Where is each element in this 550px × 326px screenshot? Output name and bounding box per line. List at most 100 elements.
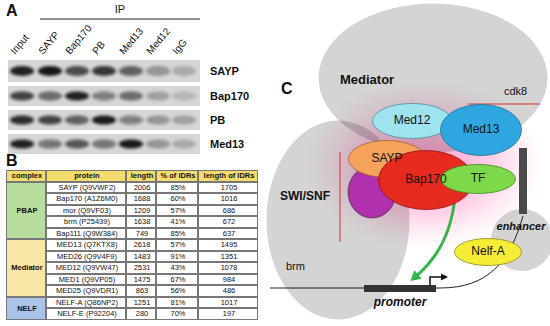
table-cell: Bap111 (Q9W384) [46,228,126,240]
table-cell: 197 [198,308,258,320]
node-text: Bap170 [405,173,446,187]
table-cell: Bap170 (A1Z6M0) [46,193,126,205]
table-cell: mor (Q9VF03) [46,205,126,217]
table-text: Mediator [11,264,42,273]
table-cell: 280 [126,308,156,320]
subunit-ellipse: Med12 [372,103,452,139]
table-text: PBAP [17,207,38,216]
table-text: 984 [223,276,236,285]
table-text: 637 [223,230,236,239]
lane-label: SAYP [36,29,61,56]
blot-band [38,92,62,101]
lane-label: Bap170 [63,23,94,57]
table-text: 60% [170,195,185,204]
table-text: Bap170 (A1Z6M0) [56,195,117,204]
table-cell: 85% [156,182,198,194]
ip-label: IP [115,3,125,16]
table-text: 56% [170,287,185,296]
table-text: 280 [136,310,149,319]
table-text: MED26 (Q9V4F9) [57,253,117,262]
table-cell: 1483 [126,251,156,263]
table-text: 57% [170,207,185,216]
table-text: MED13 (Q7KTX8) [57,241,118,250]
panel-letter: A [6,2,18,20]
table-text: 686 [223,207,236,216]
factor-ellipse: Nelf-A [454,238,522,266]
table-text: 67% [170,276,185,285]
node-outline [441,105,522,156]
blot-band [65,140,89,149]
table-text: NELF-A (Q86NP2) [56,299,118,308]
table-cell: length of IDRs [198,170,258,182]
table-cell: 1351 [198,251,258,263]
table-text: 91% [170,253,185,262]
table-cell: % of IDRs [156,170,198,182]
node-outline [441,165,516,194]
blot-band [146,66,170,76]
table-text: 1688 [134,195,151,204]
node-text: Mediator [340,73,394,88]
table-text: 1017 [221,299,238,308]
table-text: 486 [223,287,236,296]
blot-band [65,92,89,101]
table-cell: 1209 [126,205,156,217]
table-cell: PBAP [6,182,46,240]
blot-band [65,66,89,76]
blot-strip [8,110,200,130]
table-cell: 1016 [198,193,258,205]
ip-bracket-line [40,19,200,20]
blot-row-label: Bap170 [210,90,249,103]
node-text: Med12 [394,114,431,128]
table-text: 85% [170,184,185,193]
blot-band [172,66,196,76]
table-cell: 56% [156,285,198,297]
table-text: mor (Q9VF03) [63,207,111,216]
table-text: 863 [136,287,149,296]
table-text: 1705 [221,184,238,193]
lane-label: Input [8,32,31,56]
table-text: 1475 [134,276,151,285]
node-text: brm [286,260,305,273]
table-cell: complex [6,170,46,182]
blot-band [92,66,116,76]
blot-band [92,116,116,125]
table-cell: 1078 [198,262,258,274]
promoter-element: promoter [360,282,444,322]
table-cell: 43% [156,262,198,274]
table-cell: MED12 (Q9VW47) [46,262,126,274]
table-text: 1016 [221,195,238,204]
table-text: MED25 (Q9VDR1) [56,287,118,296]
arrow-head [410,270,421,281]
factor-ellipse: TF [440,164,516,194]
table-cell: 85% [156,228,198,240]
blot-band [10,140,34,149]
table-cell: NELF-E (P92204) [46,308,126,320]
table-text: 1251 [134,299,151,308]
table-text: 1483 [134,253,151,262]
blot-band [119,92,143,101]
table-cell: 1638 [126,216,156,228]
table-text: 672 [223,218,236,227]
blot-band [119,116,143,125]
blot-band [92,92,116,101]
table-text: complex [12,172,42,181]
table-text: length [131,172,154,181]
blot-band [10,116,34,125]
table-text: length of IDRs [204,172,255,181]
table-cell: MED13 (Q7KTX8) [46,239,126,251]
table-cell: MED26 (Q9V4F9) [46,251,126,263]
table-cell: 70% [156,308,198,320]
blot-band [146,92,170,101]
table-text: 2006 [134,184,151,193]
table-text: 81% [170,299,185,308]
node-text: TF [471,172,486,186]
blot-row-label: SAYP [210,65,239,78]
table-text: 749 [136,230,149,239]
table-text: brm (P25439) [64,218,110,227]
table-cell: SAYP (Q9VWF2) [46,182,126,194]
blot-band [38,116,62,125]
table-cell: 67% [156,274,198,286]
blot-band [38,66,62,76]
table-cell: protein [46,170,126,182]
